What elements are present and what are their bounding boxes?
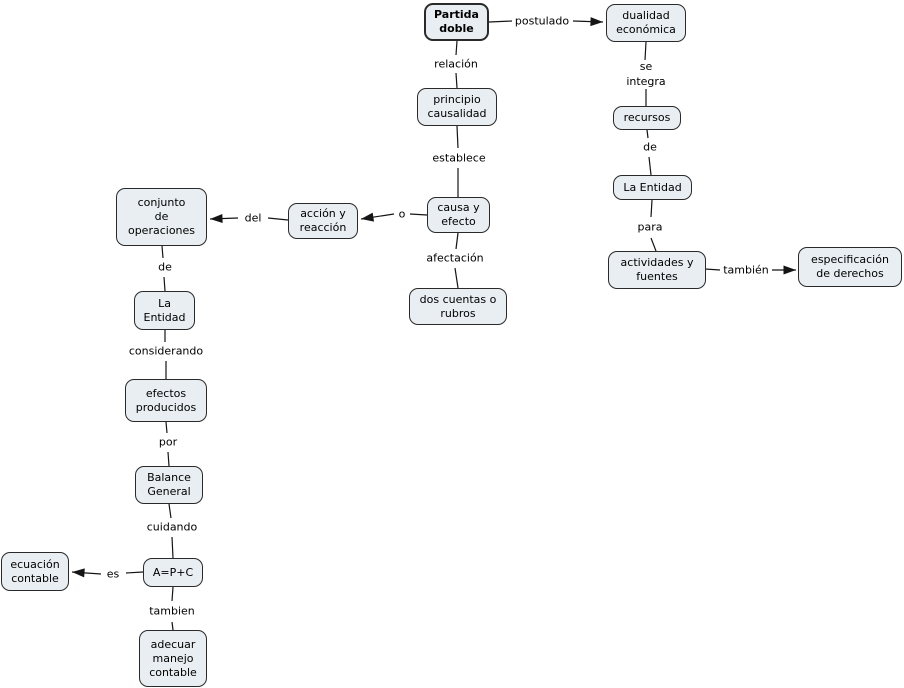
node-la-entidad-izquierda[interactable]: La Entidad [134,291,195,330]
connector-causa-y-efecto-to-dos-cuentas-o-rubros [455,232,459,250]
connector-ecuacion-apc-to-ecuacion-contable [125,571,144,574]
connector-accion-y-reaccion-to-conjunto-de-operaciones [209,214,239,224]
node-ecuacion-contable[interactable]: ecuación contable [1,552,69,591]
node-especificacion-de-derechos[interactable]: especificación de derechos [798,247,902,287]
link-label-cuidando[interactable]: cuidando [146,520,198,534]
connector-partida-doble-to-principio-causalidad [455,40,458,56]
link-label-tambien-abajo[interactable]: tambien [149,604,195,618]
connector-recursos-to-la-entidad-derecha [646,129,649,139]
connector-causa-y-efecto-to-accion-y-reaccion [409,213,428,216]
connector-conjunto-de-operaciones-to-la-entidad-izquierda [161,245,164,259]
connector-causa-y-efecto-to-dos-cuentas-o-rubros [454,267,459,289]
connector-la-entidad-derecha-to-actividades-y-fuentes [650,237,657,252]
node-principio-causalidad[interactable]: principio causalidad [417,88,497,126]
connector-ecuacion-apc-to-ecuacion-contable [71,568,102,578]
node-la-entidad-derecha[interactable]: La Entidad [613,175,692,200]
connector-partida-doble-to-principio-causalidad [455,72,458,89]
connector-principio-causalidad-to-causa-y-efecto [456,125,459,149]
node-causa-y-efecto[interactable]: causa y efecto [427,197,490,233]
connector-causa-y-efecto-to-accion-y-reaccion [360,212,395,222]
link-label-de-izquierda[interactable]: de [158,260,172,274]
link-label-postulado[interactable]: postulado [514,14,570,28]
link-label-establece[interactable]: establece [432,151,486,165]
connector-conjunto-de-operaciones-to-la-entidad-izquierda [163,276,166,292]
node-conjunto-de-operaciones[interactable]: conjunto de operaciones [116,188,207,246]
link-label-del[interactable]: del [244,211,262,225]
connector-dualidad-economica-to-recursos [644,41,647,61]
connector-efectos-producidos-to-balance-general [167,451,170,467]
link-label-afectacion[interactable]: afectación [426,251,484,265]
link-label-para[interactable]: para [637,220,663,234]
link-label-es[interactable]: es [106,567,120,581]
node-dualidad-economica[interactable]: dualidad económica [606,4,686,42]
connector-partida-doble-to-dualidad-economica [488,20,513,23]
node-actividades-y-fuentes[interactable]: actividades y fuentes [608,251,706,289]
connector-ecuacion-apc-to-adecuar-manejo-contable [171,586,174,602]
connector-actividades-y-fuentes-to-especificacion-de-derechos [704,268,721,271]
node-recursos[interactable]: recursos [613,106,681,130]
link-label-de-derecha[interactable]: de [643,140,657,154]
connector-efectos-producidos-to-balance-general [165,421,168,434]
connector-accion-y-reaccion-to-conjunto-de-operaciones [267,217,289,221]
link-label-o[interactable]: o [398,207,406,221]
link-label-por[interactable]: por [158,435,178,449]
connector-recursos-to-la-entidad-derecha [648,156,652,176]
link-label-relacion[interactable]: relación [434,57,478,71]
node-adecuar-manejo-contable[interactable]: adecuar manejo contable [139,630,207,687]
node-efectos-producidos[interactable]: efectos producidos [125,379,207,422]
connector-la-entidad-derecha-to-actividades-y-fuentes [650,199,653,218]
link-label-se-integra[interactable]: se integra [626,60,666,88]
node-accion-y-reaccion[interactable]: acción y reacción [288,203,358,239]
link-label-considerando[interactable]: considerando [128,344,204,358]
node-dos-cuentas-o-rubros[interactable]: dos cuentas o rubros [409,288,507,325]
connector-balance-general-to-ecuacion-apc [168,503,172,519]
node-ecuacion-apc[interactable]: A=P+C [143,558,203,587]
node-partida-doble[interactable]: Partida doble [424,3,489,41]
link-label-tambien-derecha[interactable]: también [723,263,769,277]
connector-partida-doble-to-dualidad-economica [572,17,604,27]
node-balance-general[interactable]: Balance General [135,466,203,504]
connector-balance-general-to-ecuacion-apc [171,536,174,559]
connector-ecuacion-apc-to-adecuar-manejo-contable [171,621,174,631]
